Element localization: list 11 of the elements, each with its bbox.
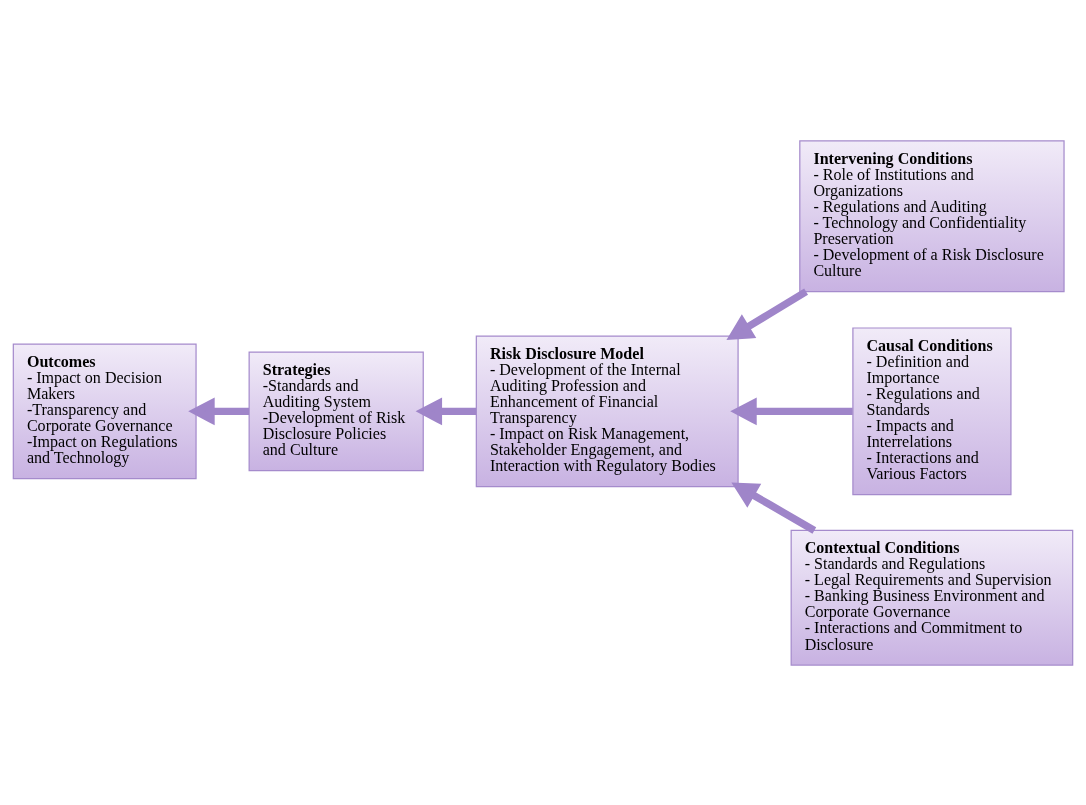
arrow [730,396,853,425]
node-box: Outcomes - Impact on Decision Makers -Transparency and Corporate Governance -Impact on Regulations and Technology [12,342,197,479]
node-box: Strategies -Standards and Auditing System -Development of Risk Disclosure Policies and Culture [248,350,424,471]
arrow [731,481,817,534]
arrow [726,288,808,340]
node-box: Intervening Conditions - Role of Institutions and Organizations - Regulations and Auditing - Technology and Confidentiality Preservation - Development of a Risk Disclosure Culture [799,139,1065,292]
arrow [415,396,476,425]
node-box: Contextual Conditions - Standards and Regulations - Legal Requirements and Supervision - Banking Business Environment and Corporate Governance - Interactions and Commitment to Disclosure [790,529,1074,666]
node-box: Risk Disclosure Model - Development of the Internal Auditing Profession and Enhancement of Financial Transparency - Impact on Risk Management, Stakeholder Engagement, and Interaction with Regulatory Bodies [475,334,739,487]
arrow [188,396,249,425]
node-box: Causal Conditions - Definition and Importance - Regulations and Standards - Impacts and Interrelations - Interactions and Various Factors [852,326,1012,495]
